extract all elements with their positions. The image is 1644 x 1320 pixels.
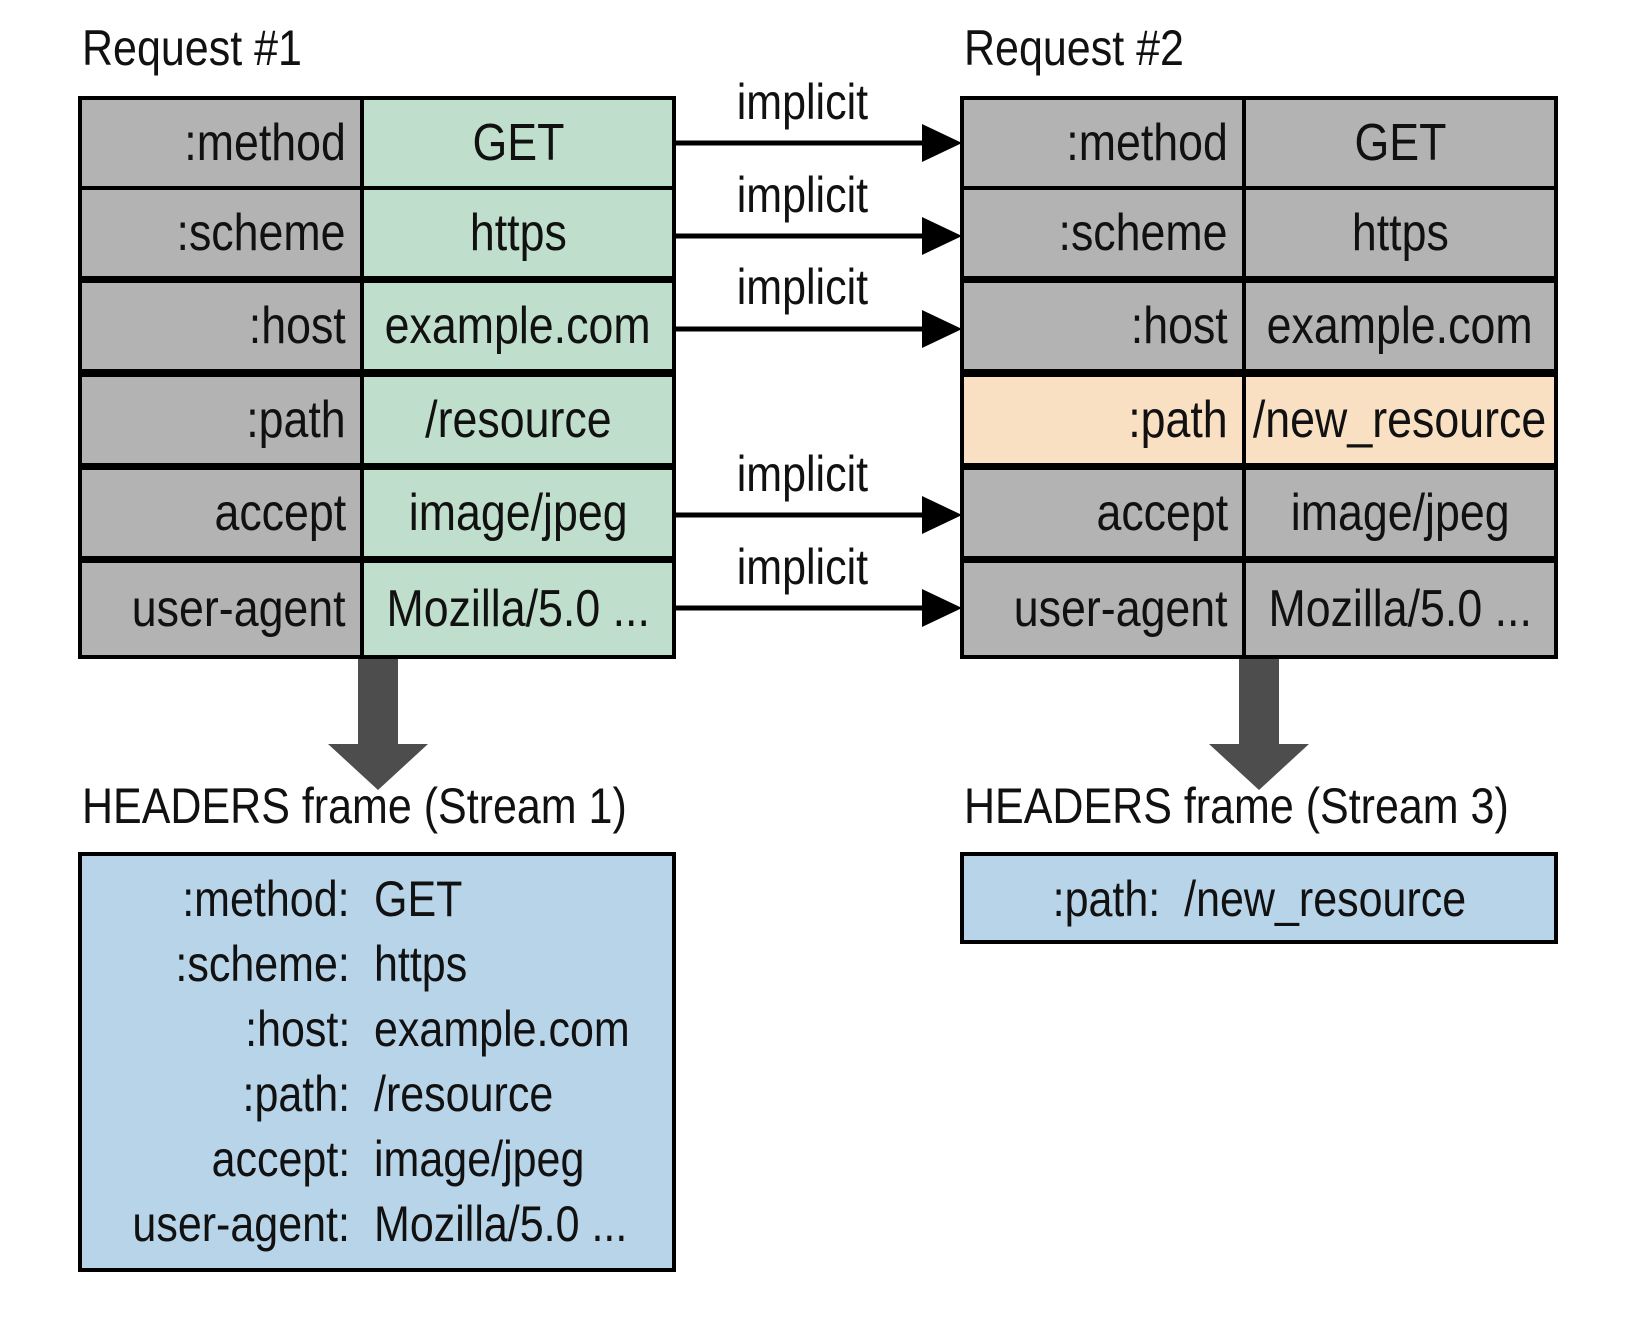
- frame1-key-path: :path:: [242, 1066, 350, 1122]
- request2-key-accept: accept: [960, 466, 1246, 560]
- frame1-row-path: :path: /resource: [82, 1061, 672, 1127]
- frame1-value-scheme: https: [374, 936, 468, 992]
- frame1-row-host: :host: example.com: [82, 996, 672, 1062]
- arrowhead-accept: [922, 496, 962, 534]
- request2-key-scheme: :scheme: [960, 186, 1246, 280]
- request1-value-method: GET: [360, 96, 676, 190]
- flow-arrow-request2-to-frame3: [1209, 659, 1309, 790]
- request1-key-scheme: :scheme: [78, 186, 364, 280]
- request1-key-path: :path: [78, 373, 364, 467]
- request1-value-accept: image/jpeg: [360, 466, 676, 560]
- implicit-label-user-agent: implicit: [736, 539, 868, 595]
- implicit-label-method: implicit: [736, 74, 868, 130]
- frame3-row-path: :path: /new_resource: [964, 866, 1554, 932]
- frame1-key-host: :host:: [244, 1001, 350, 1057]
- frame1-key-scheme: :scheme:: [175, 936, 350, 992]
- frame3-title: HEADERS frame (Stream 3): [964, 778, 1509, 834]
- frame1-row-scheme: :scheme: https: [82, 931, 672, 997]
- request1-value-host: example.com: [360, 279, 676, 373]
- request2-value-accept: image/jpeg: [1242, 466, 1558, 560]
- arrowhead-scheme: [922, 217, 962, 255]
- request1-key-user-agent: user-agent: [78, 559, 364, 659]
- frame1-key-accept: accept:: [211, 1131, 350, 1187]
- frame1-value-user-agent: Mozilla/5.0 ...: [374, 1196, 628, 1252]
- frame1-row-user-agent: user-agent: Mozilla/5.0 ...: [82, 1191, 672, 1257]
- request2-value-user-agent: Mozilla/5.0 ...: [1242, 559, 1558, 659]
- request2-value-path: /new_resource: [1242, 373, 1558, 467]
- frame1-value-path: /resource: [374, 1066, 554, 1122]
- frame1-value-accept: image/jpeg: [374, 1131, 585, 1187]
- flow-arrow-request1-to-frame1: [328, 659, 428, 790]
- frame1-value-host: example.com: [374, 1001, 630, 1057]
- request1-title: Request #1: [82, 20, 302, 76]
- request1-value-user-agent: Mozilla/5.0 ...: [360, 559, 676, 659]
- arrowhead-user-agent: [922, 589, 962, 627]
- request2-value-host: example.com: [1242, 279, 1558, 373]
- frame1-key-user-agent: user-agent:: [132, 1196, 350, 1252]
- request2-title: Request #2: [964, 20, 1184, 76]
- arrowhead-method: [922, 124, 962, 162]
- request2-value-scheme: https: [1242, 186, 1558, 280]
- headers-frame-stream1: :method: GET :scheme: https :host: examp…: [78, 852, 676, 1272]
- request2-key-path: :path: [960, 373, 1246, 467]
- frame1-row-method: :method: GET: [82, 866, 672, 932]
- frame1-row-accept: accept: image/jpeg: [82, 1126, 672, 1192]
- request2-key-host: :host: [960, 279, 1246, 373]
- arrowhead-host: [922, 310, 962, 348]
- implicit-label-scheme: implicit: [736, 167, 868, 223]
- frame3-key-path: :path:: [1052, 871, 1160, 927]
- request1-value-scheme: https: [360, 186, 676, 280]
- implicit-label-accept: implicit: [736, 446, 868, 502]
- frame1-value-method: GET: [374, 871, 463, 927]
- headers-frame-stream3: :path: /new_resource: [960, 852, 1558, 944]
- implicit-label-host: implicit: [736, 259, 868, 315]
- frame1-title: HEADERS frame (Stream 1): [82, 778, 627, 834]
- request2-value-method: GET: [1242, 96, 1558, 190]
- frame3-value-path: /new_resource: [1183, 871, 1466, 927]
- request1-value-path: /resource: [360, 373, 676, 467]
- frame1-key-method: :method:: [182, 871, 350, 927]
